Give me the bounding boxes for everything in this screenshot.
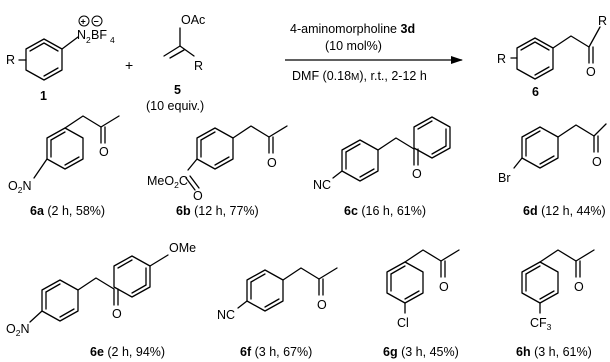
tetrafluoroborate-subscript: 4: [110, 35, 115, 45]
carbonyl-o-6h: O: [574, 280, 584, 294]
diazonium-n-label: N: [77, 28, 86, 42]
product-substituent-label: R: [497, 52, 506, 66]
plus-sign: +: [125, 57, 133, 73]
product-6e: O OMe O2N 6e (2 h, 94%): [6, 241, 196, 359]
reagent-loading: (10 mol%): [325, 39, 382, 53]
substituent-6a: O2N: [8, 179, 32, 195]
caption-6e: 6e (2 h, 94%): [90, 345, 165, 359]
reaction-conditions: DMF (0.18M), r.t., 2-12 h: [292, 69, 427, 83]
carbonyl-o-6a: O: [99, 145, 109, 159]
caption-6f: 6f (3 h, 67%): [240, 345, 312, 359]
acetoxy-label: OAc: [181, 13, 205, 27]
plus-charge-icon: [78, 15, 90, 27]
reaction-arrow-group: 4-aminomorpholine 3d (10 mol%) DMF (0.18…: [285, 22, 463, 83]
diazonium-n-subscript: 2: [86, 35, 91, 45]
caption-6d: 6d (12 h, 44%): [523, 204, 606, 218]
caption-6g: 6g (3 h, 45%): [383, 345, 459, 359]
product-6d: O Br 6d (12 h, 44%): [498, 123, 607, 218]
product-r-label: R: [598, 14, 607, 28]
carbonyl-o-6d: O: [592, 155, 602, 169]
enol-r-label: R: [194, 59, 203, 73]
carbonyl-o-6b: O: [267, 156, 277, 170]
carbonyl-o-6g: O: [439, 280, 449, 294]
compound-1-label: 1: [40, 89, 47, 103]
product-6g: O Cl 6g (3 h, 45%): [383, 249, 460, 359]
carbonyl-o-6e: O: [112, 307, 122, 321]
enol-acetate-structure: OAc R 5 (10 equiv.): [146, 13, 205, 113]
substituent-6e: O2N: [6, 322, 30, 338]
carbonyl-o-6f: O: [317, 298, 327, 312]
caption-6b: 6b (12 h, 77%): [176, 204, 259, 218]
product-o-label: O: [586, 65, 596, 79]
substituent-6h: CF3: [530, 316, 552, 332]
product-6b: O MeO2C O 6b (12 h, 77%): [147, 125, 288, 218]
caption-6c: 6c (16 h, 61%): [344, 204, 426, 218]
substituent-6c: NC: [313, 178, 331, 192]
compound-6-label: 6: [532, 85, 539, 99]
aryl-diazonium-structure: R N 2 BF 4 + − 1: [6, 15, 115, 103]
substituent-6f: NC: [217, 308, 235, 322]
reagent-name: 4-aminomorpholine 3d: [290, 22, 415, 36]
product-6a: O O2N 6a (2 h, 58%): [8, 115, 120, 218]
minus-charge-glyph: −: [94, 17, 99, 27]
product-6h: O CF3 6h (3 h, 61%): [516, 249, 595, 359]
carbonyl-o-6c: O: [412, 167, 422, 181]
ester-o-6b: O: [193, 189, 203, 203]
caption-6h: 6h (3 h, 61%): [516, 345, 592, 359]
enol-equiv-label: (10 equiv.): [146, 99, 204, 113]
product-6-structure: R R O 6: [497, 14, 607, 99]
product-6c: O NC 6c (16 h, 61%): [313, 116, 451, 218]
caption-6a: 6a (2 h, 58%): [30, 204, 105, 218]
substituent-6b: MeO2C: [147, 174, 188, 190]
plus-charge-glyph: +: [81, 17, 86, 27]
substituent-6g: Cl: [397, 316, 409, 330]
aryl-substituent-label: R: [6, 53, 15, 67]
substituent-6d: Br: [498, 171, 511, 185]
compound-5-label: 5: [174, 83, 181, 97]
minus-charge-icon: [91, 15, 103, 27]
product-6f: O NC 6f (3 h, 67%): [217, 267, 338, 359]
methoxy-6e: OMe: [169, 241, 196, 255]
tetrafluoroborate-label: BF: [91, 28, 107, 42]
